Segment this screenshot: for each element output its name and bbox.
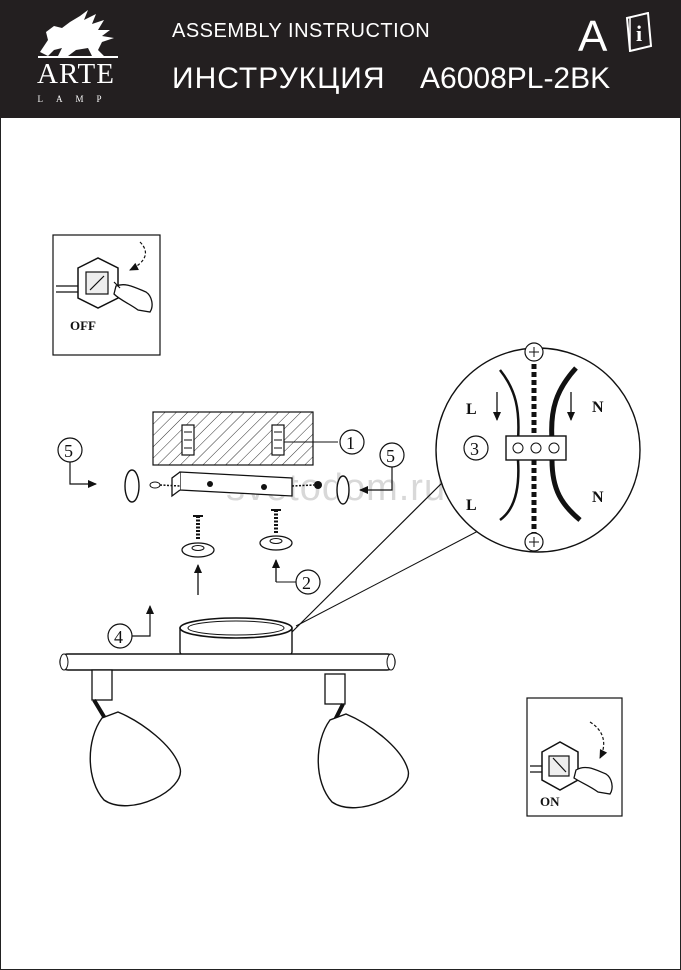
decorative-cap-left	[124, 469, 140, 503]
wire-label-l-bottom: L	[466, 497, 477, 514]
switch-off-label: OFF	[70, 318, 96, 333]
rotate-arrow-icon	[589, 721, 608, 759]
wall-switch-icon	[530, 741, 579, 791]
spot-lamp-left	[89, 669, 181, 807]
step-5-right-marker: 5	[359, 442, 405, 494]
step-2-marker: 2	[276, 569, 321, 595]
wire-label-n-top: N	[592, 399, 604, 416]
step-3-number: 3	[470, 439, 479, 459]
griffin-logo-icon	[38, 10, 118, 58]
rotate-arrow-icon	[129, 241, 147, 271]
screw-left	[181, 515, 215, 595]
title-english: ASSEMBLY INSTRUCTION	[172, 20, 431, 42]
brand-subtitle: LAMP	[37, 94, 115, 104]
switch-on-label: ON	[540, 794, 560, 809]
wall-switch-icon	[56, 257, 119, 309]
header-band: ARTE LAMP ASSEMBLY INSTRUCTION ИНСТРУКЦИ…	[0, 0, 681, 118]
spot-lamp-right	[317, 673, 409, 809]
brand-name: ARTE	[37, 58, 115, 90]
step-5-left-number: 5	[64, 441, 73, 461]
ceiling-canopy	[179, 617, 293, 662]
step-1-marker: 1	[339, 429, 365, 455]
language-letter: A	[578, 12, 608, 61]
lamp-bar	[59, 653, 396, 671]
side-screw-left	[149, 481, 181, 489]
side-screw-right	[291, 481, 322, 489]
step-4-number: 4	[114, 627, 123, 647]
wire-label-l-top: L	[466, 401, 477, 418]
screw-right	[259, 509, 293, 582]
step-2-number: 2	[302, 573, 311, 593]
ceiling-section	[152, 411, 338, 466]
info-book-icon: i	[625, 12, 653, 52]
step-4-marker: 4	[107, 605, 154, 649]
decorative-cap-right	[336, 475, 350, 505]
wire-label-n-bottom: N	[592, 489, 604, 506]
mounting-bracket	[171, 471, 293, 498]
wiring-detail: L N L N 3	[435, 342, 641, 553]
step-1-number: 1	[346, 433, 355, 453]
switch-off-panel: OFF	[52, 234, 161, 356]
info-icon-glyph: i	[636, 21, 642, 46]
hand-icon	[573, 766, 613, 795]
model-number: A6008PL-2BK	[420, 62, 611, 95]
step-5-right-number: 5	[386, 446, 395, 466]
hand-icon	[113, 281, 153, 313]
step-3-marker: 3	[463, 435, 489, 461]
switch-on-panel: ON	[526, 697, 623, 817]
step-5-left-marker: 5	[57, 437, 97, 488]
title-russian: ИНСТРУКЦИЯ	[172, 62, 386, 95]
wiring-pointer-line	[291, 469, 456, 633]
